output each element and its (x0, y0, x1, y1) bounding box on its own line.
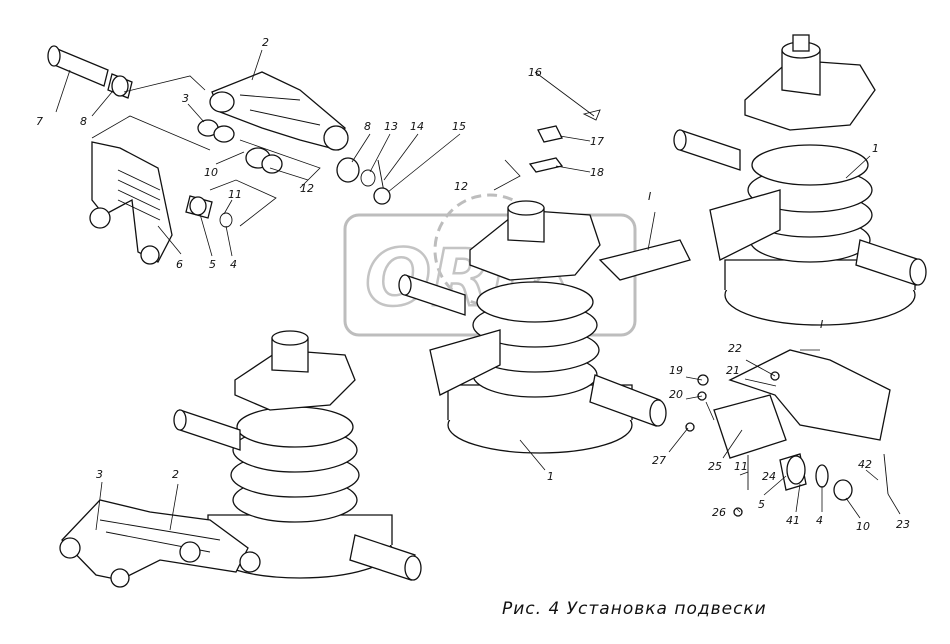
callout-4-right: 4 (816, 514, 823, 527)
callout-24: 24 (762, 470, 776, 483)
callout-1-center: 1 (547, 470, 554, 483)
callout-12-center: 12 (454, 180, 468, 193)
callout-3-bottom: 3 (96, 468, 103, 481)
callout-23: 23 (896, 518, 910, 531)
callout-10-left: 10 (204, 166, 218, 179)
callout-10-right: 10 (856, 520, 870, 533)
parts-16-18 (493, 109, 601, 191)
callout-11-right: 11 (734, 460, 748, 473)
callout-41: 41 (786, 514, 800, 527)
part-3-lower-arm (59, 499, 261, 588)
callout-26: 26 (712, 506, 726, 519)
detail-view-I (685, 349, 891, 517)
callout-25: 25 (708, 460, 722, 473)
callout-5-left: 5 (209, 258, 216, 271)
callout-22: 22 (728, 342, 742, 355)
callout-27: 27 (652, 454, 666, 467)
part-6-arm (89, 141, 173, 265)
callout-7: 7 (36, 115, 43, 128)
parts-13-15 (336, 157, 391, 205)
exploded-parts (47, 45, 391, 265)
part-2-arm (209, 71, 349, 151)
part-5-bushing (185, 195, 233, 228)
suspension-unit-top-right (673, 34, 927, 326)
callout-8-right: 8 (364, 120, 371, 133)
callout-19: 19 (669, 364, 683, 377)
callout-6: 6 (176, 258, 183, 271)
callout-1-top-right: 1 (872, 142, 879, 155)
callout-20: 20 (669, 388, 683, 401)
callout-3-top: 3 (182, 92, 189, 105)
callout-2-top: 2 (262, 36, 269, 49)
callout-13: 13 (384, 120, 398, 133)
leader-lines (55, 49, 901, 531)
callout-11-left: 11 (228, 188, 242, 201)
callout-42: 42 (858, 458, 872, 471)
callout-14: 14 (410, 120, 424, 133)
callout-detail-I-bottom: I (820, 318, 823, 331)
part-3-bushings (197, 119, 283, 174)
callout-5-right: 5 (758, 498, 765, 511)
callout-8-left: 8 (80, 115, 87, 128)
callout-16: 16 (528, 66, 542, 79)
callout-15: 15 (452, 120, 466, 133)
suspension-unit-bottom-left (173, 330, 422, 581)
part-7-sleeve (47, 45, 109, 87)
part-8-bushing (107, 73, 133, 99)
callout-labels: 2 7 8 3 10 12 8 13 14 15 11 6 5 4 16 17 … (36, 36, 910, 533)
callout-12-left: 12 (300, 182, 314, 195)
callout-detail-I-top: I (648, 190, 651, 203)
callout-17: 17 (590, 135, 604, 148)
suspension-unit-center (398, 200, 691, 454)
callout-2-bottom: 2 (172, 468, 179, 481)
callout-4-left: 4 (230, 258, 237, 271)
callout-21: 21 (726, 364, 740, 377)
callout-18: 18 (590, 166, 604, 179)
figure-caption: Рис. 4 Установка подвески (502, 599, 767, 619)
